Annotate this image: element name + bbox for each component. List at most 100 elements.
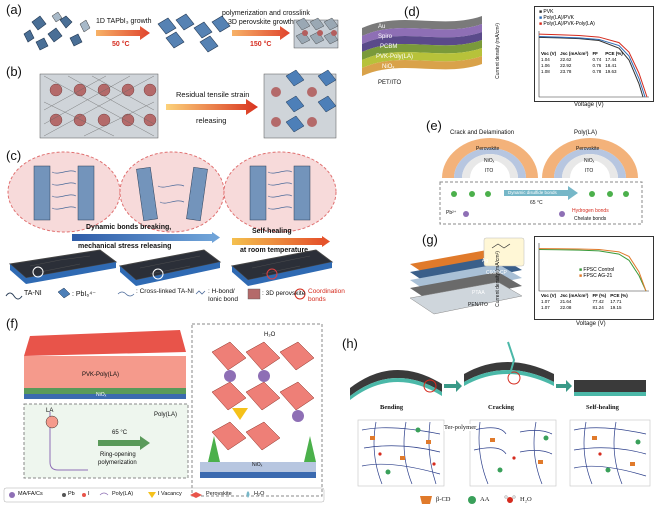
panel-label-c: (c) [6, 148, 22, 163]
panel-f: (f) [0, 312, 326, 510]
monomer-label: LA [46, 408, 54, 414]
panel-f-diagram [3, 323, 325, 503]
device-stack [24, 330, 186, 399]
step1-label: 1D TAPbI₃ growth [96, 18, 152, 25]
arrow-disulfide [504, 186, 578, 200]
table-d-cell: 19.63 [605, 69, 617, 74]
legend-ta-ni: TA-NI [24, 290, 42, 297]
legend-crosslink: : Cross-linked TA-NI [136, 288, 194, 295]
bcd-icon [420, 496, 432, 504]
vacancy-icon [148, 492, 156, 498]
step-label-2: polymerization [98, 460, 137, 466]
table-g-cell: 1.07 [541, 305, 550, 310]
lattice-left [39, 73, 159, 139]
table-g-cell: 21.64 [560, 299, 572, 304]
molecules [370, 427, 641, 475]
chart-g-legend: ■ FPSC Control ■ FPSC AG-21 [579, 267, 614, 279]
layer-petito: PET/ITO [378, 80, 402, 86]
panel-c-legend [5, 287, 306, 300]
left-arch [442, 138, 538, 178]
step2-label-1: polymerization and crosslink [222, 10, 310, 17]
legend-f-i: I [88, 491, 90, 497]
bar2-label-2: at room temperature [240, 247, 309, 254]
layer-spiro: Spiro [378, 34, 393, 40]
legend-f-poly: Poly(LA) [112, 491, 134, 497]
flexible-stack [362, 16, 482, 76]
chart-g: ■ FPSC Control ■ FPSC AG-21 Voc (V)Jsc (… [534, 236, 654, 320]
panel-label-f: (f) [6, 316, 19, 331]
chelate-label: Chelate bonds [574, 216, 607, 222]
panel-c-diagram [5, 151, 337, 300]
zoom-ovals [7, 151, 337, 233]
polymer-networks [357, 419, 651, 487]
stage-bending: Bending [380, 404, 404, 411]
table-g-cell: 1.07 [541, 299, 550, 304]
arrow-release [166, 99, 258, 115]
iodide-icon [82, 493, 86, 497]
legend-d-0: ■ PVK [539, 9, 554, 15]
perovskite-icon [190, 492, 202, 498]
table-g-header-cell: Jsc (mA/cm²) [560, 293, 589, 298]
arrow-step2 [232, 26, 290, 40]
layer-pcbm: PCBM [380, 44, 398, 50]
left-layer-pvk: Perovskite [476, 146, 500, 152]
table-d-cell: 0.76 [592, 63, 602, 68]
legend-d-2-label: Poly(LA)/PVK-Poly(LA) [543, 21, 595, 27]
panel-label-b: (b) [6, 64, 22, 79]
arrow-polymerize [98, 436, 150, 450]
panel-label-e: (e) [426, 118, 442, 133]
panel-label-h: (h) [342, 336, 358, 351]
step-temp: 65 °C [112, 430, 128, 436]
legend-g-0-label: FPSC Control [583, 267, 615, 273]
panel-d: (d) Au Spiro PCBM PVK-Poly(LA) NiOₓ PET/… [342, 0, 658, 112]
ta-ni-icon [5, 292, 23, 300]
table-d-header-cell: PCE (%) [605, 51, 623, 56]
chart-d-legend: ■ PVK ■ Poly(LA)/PVK ■ Poly(LA)/PVK-Poly… [539, 9, 595, 27]
crosslink-icon [117, 291, 135, 297]
film-group [8, 249, 334, 286]
panel-c: (c) [0, 146, 345, 306]
panel-label-a: (a) [6, 2, 22, 17]
chart-g-svg [538, 243, 649, 292]
left-title: Crack and Delamination [450, 130, 515, 136]
release-label-2: releasing [196, 116, 227, 125]
legend-perovskite: : 3D perovskite [262, 290, 306, 297]
legend-d-0-label: PVK [543, 9, 554, 15]
chart-d-xlabel: Voltage (V) [574, 102, 604, 108]
arrow-h2 [556, 380, 572, 392]
table-d-cell: 17.44 [605, 57, 617, 62]
panel-e: (e) Crack and Delamination Poly(LA) Pero… [342, 114, 658, 226]
arrow-top-label: Dynamic disulfide bonds [508, 190, 557, 195]
series-line-0 [538, 249, 647, 292]
panel-g-device [409, 237, 525, 315]
legend-f-ma: MA/FA/Cs [18, 491, 43, 497]
table-d-cell: 23.78 [560, 69, 572, 74]
right-layer-ito: ITO [585, 168, 594, 174]
series-line-2 [538, 33, 648, 98]
legend-f-pb: Pb [68, 491, 75, 497]
right-layer-pvk: Perovskite [576, 146, 600, 152]
legend-pbi6: : PbI₆⁴⁻ [72, 291, 96, 298]
aa-icon [468, 496, 476, 504]
panel-g: (g) Ag C60/BCP PTAA PEN/ITO ■ FPSC Contr… [342, 228, 658, 332]
table-g-header-cell: Voc (V) [541, 293, 557, 298]
legend-g-0: ■ FPSC Control [579, 267, 615, 273]
perovskite-icon [247, 288, 261, 300]
legend-g-1: ■ FPSC AG-21 [579, 273, 613, 279]
stage-cracking: Cracking [488, 404, 514, 411]
release-label-1: Residual tensile strain [176, 90, 250, 99]
panel-b: (b) Residual tensile strain releasing [0, 62, 340, 144]
table-d-cell: 0.78 [592, 69, 602, 74]
layer-ag: Ag [482, 258, 489, 264]
panel-label-g: (g) [422, 232, 438, 247]
right-title: Poly(LA) [574, 130, 598, 136]
right-arch [542, 138, 638, 178]
temp1-label: 50 °C [112, 41, 130, 48]
legend-h2o-h: H₂O [520, 496, 532, 503]
